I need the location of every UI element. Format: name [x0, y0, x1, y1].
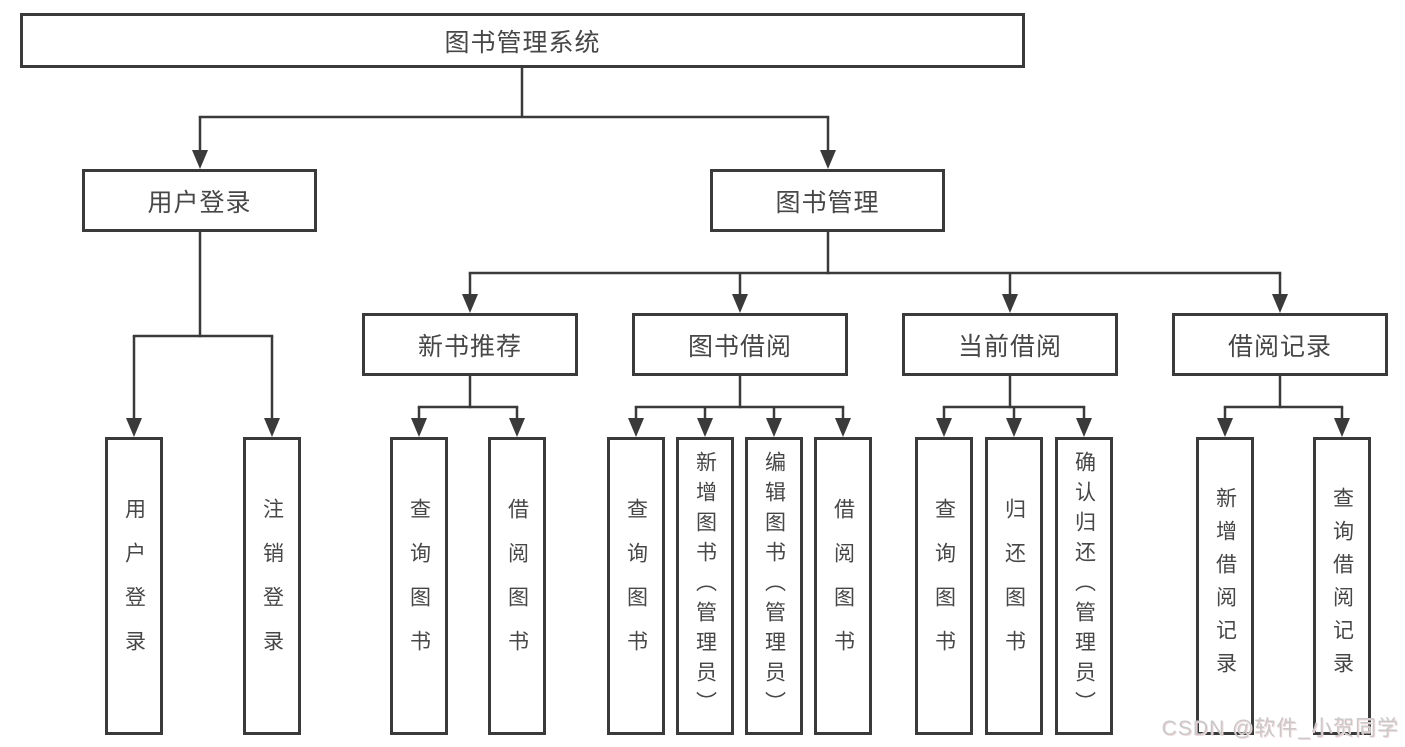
- leaf-query-book-borrow: 查询图书: [607, 437, 665, 735]
- leaf-query-book-recommend: 查询图书: [390, 437, 448, 735]
- node-new-book-recommend: 新书推荐: [362, 313, 578, 376]
- leaf-label: 查询图书: [407, 498, 431, 674]
- csdn-watermark: CSDN @软件_小贺同学: [1161, 717, 1399, 740]
- leaf-label: 借阅图书: [831, 498, 855, 674]
- leaf-user-login: 用户登录: [105, 437, 163, 735]
- leaf-label: 确认归还（管理员）: [1072, 451, 1096, 721]
- node-book-borrow: 图书借阅: [632, 313, 848, 376]
- leaf-logout: 注销登录: [243, 437, 301, 735]
- leaf-label: 注销登录: [260, 498, 284, 674]
- leaf-return-book: 归还图书: [985, 437, 1043, 735]
- leaf-borrow-book: 借阅图书: [814, 437, 872, 735]
- leaf-label: 编辑图书（管理员）: [762, 451, 786, 721]
- leaf-label: 查询借阅记录: [1330, 487, 1354, 685]
- node-label: 图书管理: [775, 188, 880, 217]
- node-label: 用户登录: [147, 188, 252, 217]
- node-label: 图书管理系统: [444, 28, 601, 57]
- node-book-management: 图书管理: [710, 169, 945, 232]
- node-label: 借阅记录: [1227, 332, 1332, 361]
- leaf-borrow-book-recommend: 借阅图书: [488, 437, 546, 735]
- node-current-borrow: 当前借阅: [902, 313, 1118, 376]
- leaf-label: 查询图书: [624, 498, 648, 674]
- node-user-login: 用户登录: [82, 169, 317, 232]
- node-root-system: 图书管理系统: [20, 13, 1025, 68]
- leaf-label: 借阅图书: [505, 498, 529, 674]
- leaf-add-book-admin: 新增图书（管理员）: [676, 437, 734, 735]
- leaf-label: 新增图书（管理员）: [693, 451, 717, 721]
- node-label: 新书推荐: [417, 332, 522, 361]
- leaf-edit-book-admin: 编辑图书（管理员）: [745, 437, 803, 735]
- leaf-confirm-return-admin: 确认归还（管理员）: [1055, 437, 1113, 735]
- node-borrow-records: 借阅记录: [1172, 313, 1388, 376]
- node-label: 图书借阅: [687, 332, 792, 361]
- leaf-label: 用户登录: [122, 498, 146, 674]
- leaf-label: 新增借阅记录: [1213, 487, 1237, 685]
- leaf-label: 查询图书: [932, 498, 956, 674]
- leaf-label: 归还图书: [1002, 498, 1026, 674]
- node-label: 当前借阅: [957, 332, 1062, 361]
- leaf-query-book-current: 查询图书: [915, 437, 973, 735]
- leaf-query-borrow-record: 查询借阅记录: [1313, 437, 1371, 735]
- leaf-add-borrow-record: 新增借阅记录: [1196, 437, 1254, 735]
